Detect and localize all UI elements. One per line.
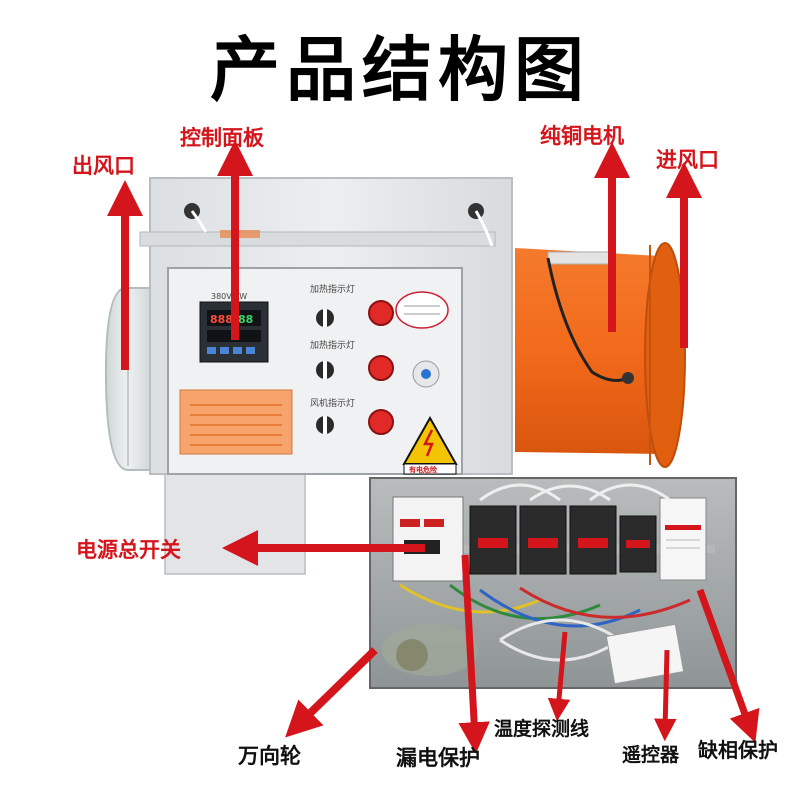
label-outlet: 出风口 <box>72 154 135 178</box>
label-phase-protection: 缺相保护 <box>698 738 778 762</box>
svg-text:88: 88 <box>238 313 253 326</box>
label-caster: 万向轮 <box>238 744 301 768</box>
svg-text:888: 888 <box>210 313 233 326</box>
outlet-duct <box>104 287 151 471</box>
warning-text: 有电危险 <box>409 465 438 474</box>
indicator-label-1: 加热指示灯 <box>310 283 355 295</box>
page-title: 产品结构图 <box>210 29 590 111</box>
label-control-panel: 控制面板 <box>180 126 264 150</box>
indicator-label-3: 风机指示灯 <box>310 397 355 409</box>
label-main-switch: 电源总开关 <box>76 538 181 562</box>
arrow-remote <box>654 649 677 742</box>
indicator-label-2: 加热指示灯 <box>310 339 355 351</box>
label-leakage-protection: 漏电保护 <box>396 746 480 770</box>
voltage-label: 380V KW <box>211 292 247 301</box>
label-remote: 遥控器 <box>622 744 680 766</box>
annotation-arrows <box>107 140 760 754</box>
control-panel-door: 888 88 380V KW 加热指示灯 加热指示灯 风机指示灯 <box>167 267 463 475</box>
arrow-caster <box>285 647 378 738</box>
inset-electrical-box <box>369 477 737 689</box>
arrow-phase <box>696 588 760 743</box>
arrow-leakage <box>458 554 490 754</box>
fan-motor-housing <box>515 242 686 468</box>
arrow-temp-probe <box>547 631 571 722</box>
label-temp-probe: 温度探测线 <box>494 718 590 740</box>
label-inlet: 进风口 <box>656 148 719 172</box>
label-copper-motor: 纯铜电机 <box>540 124 624 148</box>
